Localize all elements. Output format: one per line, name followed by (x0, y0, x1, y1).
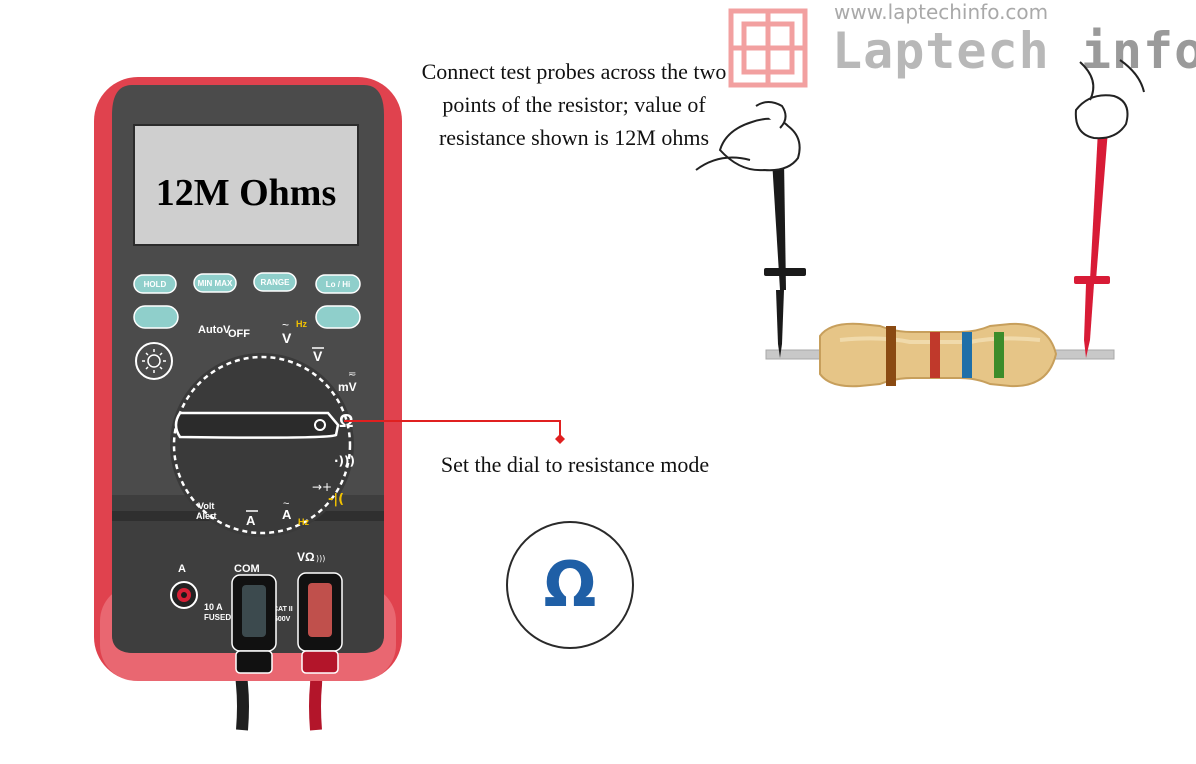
diode-icon: →+ (312, 480, 332, 494)
dial-caption: Set the dial to resistance mode (440, 452, 710, 477)
probes-caption: Connect test probes across the two point… (421, 59, 727, 150)
dial-callout-line (344, 420, 565, 444)
ac-wave-icon: ~ (282, 318, 289, 332)
capacitor-icon: -|( (328, 492, 344, 507)
ohm-badge: Ω (506, 521, 634, 649)
dial-label-autov: AutoV (198, 324, 231, 336)
lcd-display (133, 124, 359, 246)
jack-label-v-ohm: VΩ (297, 550, 315, 564)
mv-ac-dc-icon: ≂ (348, 369, 356, 380)
dial-label-hz: Hz (296, 319, 307, 329)
watermark-logo-icon (728, 8, 808, 88)
resistor-band-3 (962, 332, 972, 378)
jack-label-a: A (178, 563, 186, 575)
resistor-band-2 (930, 332, 940, 378)
lcd-reading: 12M Ohms (156, 172, 337, 214)
multimeter: 12M Ohms HOLD MIN MAX RANGE Lo / Hi Auto (94, 77, 402, 731)
fuse-label-1: 10 A (204, 602, 223, 612)
dial-label-volt: Volt (198, 501, 214, 511)
v-ohm-continuity-icon: ))) (316, 554, 325, 563)
fuse-label-2: FUSED (204, 613, 231, 622)
red-probe (1074, 59, 1145, 358)
sun-icon (147, 354, 161, 368)
lo-hi-button[interactable]: Lo / Hi (315, 274, 361, 294)
range-button-label: RANGE (261, 278, 291, 287)
watermark-brand-laptech: Laptech (832, 22, 1050, 80)
dial-knob-pointer (174, 411, 340, 439)
dial-label-mv: mV (338, 380, 357, 394)
range-button[interactable]: RANGE (253, 272, 297, 292)
dial-label-v-ac: V (282, 330, 292, 346)
dial-label-a-dc: A (246, 513, 256, 528)
watermark-brand-info: info (1080, 22, 1196, 80)
blank-right-button[interactable] (315, 305, 361, 329)
watermark: www.laptechinfo.com Laptech info (728, 0, 1196, 90)
probe-resistor-scene (695, 59, 1145, 388)
blank-left-button[interactable] (133, 305, 179, 329)
dial-label-off: OFF (228, 328, 250, 340)
test-leads (232, 634, 324, 731)
continuity-icon: ·))) (334, 454, 355, 468)
hold-button[interactable]: HOLD (133, 274, 177, 294)
dial-label-a-ac: A (282, 507, 292, 522)
dial-label-v-dc: V (313, 348, 323, 364)
watermark-brand: Laptech info (832, 22, 1196, 80)
a-ac-wave-icon: ~ (283, 498, 289, 510)
dial-label-alert: Alert (196, 511, 217, 521)
min-max-button-label: MIN MAX (198, 279, 233, 288)
ohm-icon: Ω (543, 548, 597, 621)
v-ohm-jack-plug (297, 572, 343, 674)
watermark-url: www.laptechinfo.com (834, 0, 1049, 24)
backlight-button[interactable] (135, 342, 173, 380)
jack-a[interactable] (170, 581, 198, 609)
resistor-band-1 (886, 326, 896, 386)
com-jack-plug (231, 574, 277, 674)
hold-button-label: HOLD (144, 280, 167, 289)
jack-label-com: COM (234, 563, 260, 575)
cat-label-1: CAT II (273, 606, 293, 613)
black-probe (695, 101, 806, 358)
cat-label-2: 600V (274, 616, 291, 623)
rotary-dial[interactable] (170, 353, 354, 537)
resistor-band-4 (994, 332, 1004, 378)
min-max-button[interactable]: MIN MAX (193, 273, 237, 293)
lo-hi-button-label: Lo / Hi (326, 280, 350, 289)
dial-label-a-hz: Hz (298, 517, 309, 527)
resistor (819, 322, 1058, 388)
